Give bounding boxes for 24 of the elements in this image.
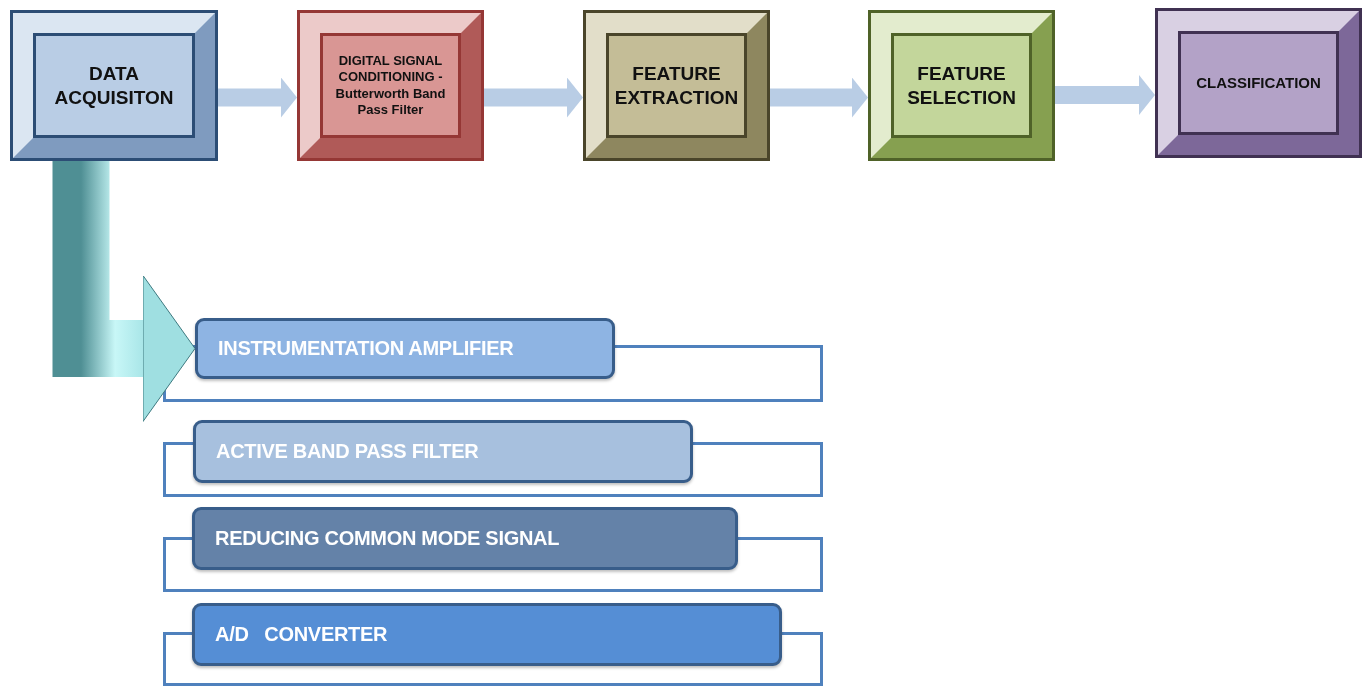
step-label: REDUCING COMMON MODE SIGNAL	[215, 527, 560, 550]
stage-box	[583, 10, 770, 161]
step-bar	[192, 507, 738, 570]
block-arrow	[218, 77, 297, 118]
step-label: A/D CONVERTER	[215, 623, 388, 646]
step-bar	[193, 420, 693, 483]
stage-label: FEATURE SELECTION	[906, 61, 1017, 110]
stage-box	[1155, 8, 1362, 158]
stage-box	[297, 10, 484, 161]
step-bar	[192, 603, 782, 666]
step-label: INSTRUMENTATION AMPLIFIER	[218, 337, 514, 360]
bent-arrow	[52, 161, 196, 422]
step-label: ACTIVE BAND PASS FILTER	[216, 440, 479, 463]
block-arrow	[1055, 75, 1155, 115]
stage-label: CLASSIFICATION	[1196, 73, 1321, 93]
block-arrow	[770, 77, 868, 118]
stage-label: DATA ACQUISITON	[53, 61, 175, 110]
stage-box	[10, 10, 218, 161]
stage-label: Butterworth Band Pass Filter	[334, 85, 447, 118]
stage-label: DIGITAL SIGNAL CONDITIONING -	[337, 53, 444, 86]
step-bar	[195, 318, 615, 379]
block-arrow	[484, 77, 583, 118]
stage-label: FEATURE EXTRACTION	[613, 61, 740, 110]
stage-box	[868, 10, 1055, 161]
